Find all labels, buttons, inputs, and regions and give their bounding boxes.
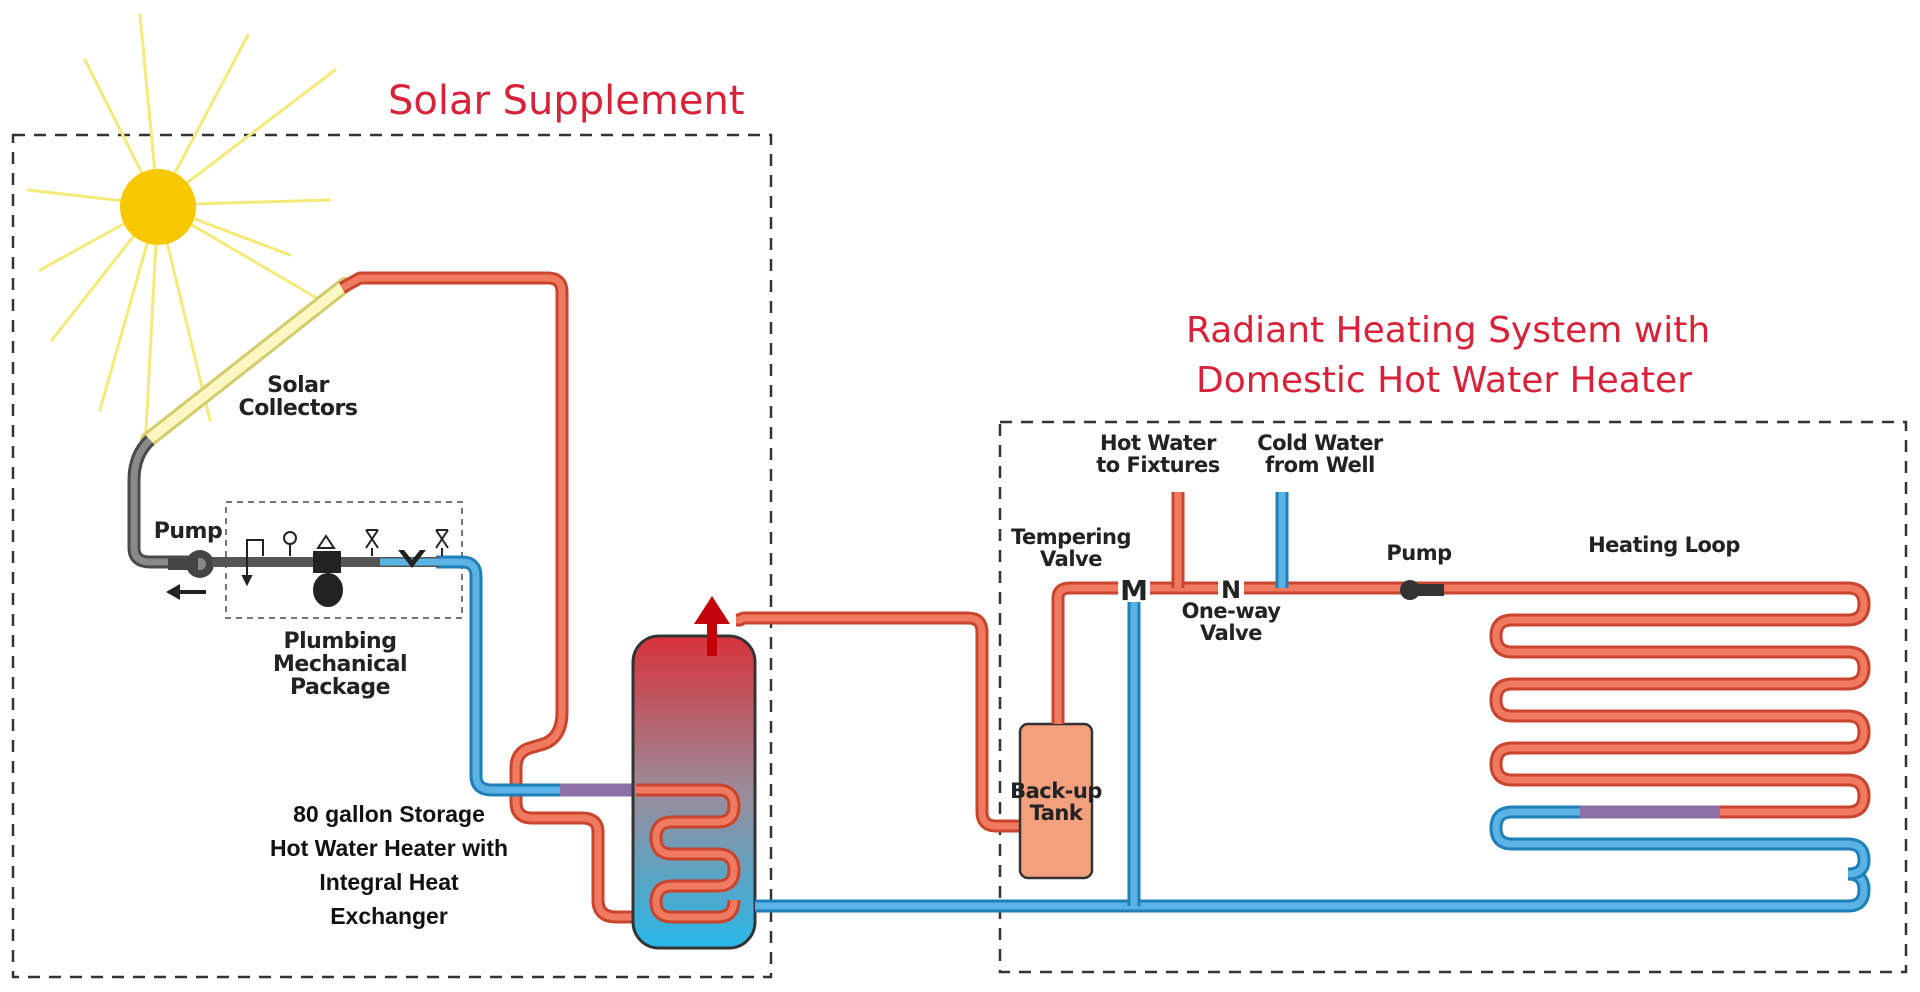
tempering-valve-icon: M — [1118, 574, 1150, 607]
pump-label-left: Pump — [153, 519, 223, 544]
hot-water-label-line1: Hot Water — [1099, 431, 1217, 455]
hot-pipe-to-backup — [733, 611, 1022, 833]
mixing-valve-symbol: M — [1120, 574, 1148, 607]
radiant-system-title-line1: Radiant Heating System with — [1186, 310, 1711, 351]
backup-tank-label: Back-up Tank — [1006, 780, 1106, 824]
check-valve-package-icon — [398, 550, 426, 568]
hot-water-fixtures-label: Hot Water to Fixtures — [1088, 432, 1228, 476]
heat-exchanger-coil — [636, 783, 741, 924]
pump-label-right: Pump — [1386, 541, 1452, 565]
solar-collectors-label-line2: Collectors — [238, 396, 358, 422]
one-way-valve-icon: N — [1218, 576, 1244, 604]
pump-icon — [1400, 580, 1444, 600]
plumbing-label-line1: Plumbing — [283, 629, 397, 654]
radiant-system-border — [998, 420, 1908, 974]
sun-icon — [26, 13, 337, 452]
plumbing-package-label: Plumbing Mechanical Package — [260, 630, 420, 699]
storage-caption-line3: Integral Heat — [319, 869, 459, 895]
hot-pipe-collector — [338, 271, 636, 924]
left-arrow-icon — [166, 584, 206, 600]
cold-pipe-collector-return — [436, 555, 560, 797]
storage-caption-line4: Exchanger — [330, 903, 448, 929]
heating-loop-return — [1489, 805, 1871, 881]
solar-supplement-border — [11, 133, 773, 979]
storage-heater-caption: 80 gallon Storage Hot Water Heater with … — [238, 797, 540, 933]
cold-water-label-line1: Cold Water — [1257, 431, 1383, 455]
tempering-label-line1: Tempering — [1011, 525, 1131, 549]
cold-water-label-line2: from Well — [1265, 453, 1375, 478]
one-way-label-line1: One-way — [1181, 599, 1281, 623]
left-pump-icon — [168, 550, 214, 578]
backup-label-line2: Tank — [1029, 801, 1083, 826]
up-arrow-icon — [694, 596, 730, 656]
hot-water-label-line2: to Fixtures — [1096, 453, 1220, 478]
tempering-valve-label: Tempering Valve — [1006, 526, 1136, 570]
cold-water-well-label: Cold Water from Well — [1250, 432, 1390, 476]
solar-supplement-title: Solar Supplement — [388, 78, 745, 124]
one-way-valve-label: One-way Valve — [1166, 600, 1296, 644]
hot-pipe-main-line — [1051, 581, 1871, 819]
radiant-system-title-line2: Domestic Hot Water Heater — [1196, 360, 1692, 401]
one-way-label-line2: Valve — [1200, 621, 1262, 646]
plumbing-label-line3: Package — [289, 675, 391, 701]
tempering-label-line2: Valve — [1040, 547, 1102, 572]
check-valve-symbol: N — [1221, 576, 1241, 604]
storage-caption-line1: 80 gallon Storage — [293, 801, 485, 827]
solar-collectors-label-line1: Solar — [267, 373, 329, 398]
plumbing-label-line2: Mechanical — [273, 652, 408, 678]
plumbing-package-components — [241, 529, 449, 607]
storage-caption-line2: Hot Water Heater with — [269, 835, 509, 861]
solar-collectors-label: Solar Collectors — [228, 374, 368, 420]
heating-loop-label: Heating Loop — [1588, 533, 1740, 557]
backup-label-line1: Back-up — [1010, 779, 1102, 803]
solar-collector-panel — [140, 277, 353, 448]
